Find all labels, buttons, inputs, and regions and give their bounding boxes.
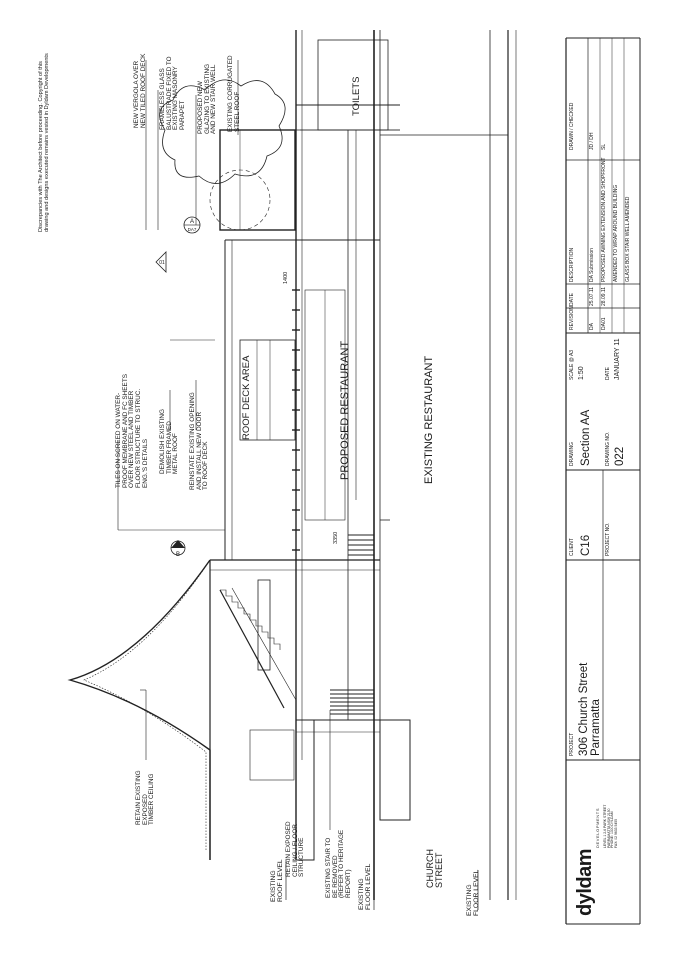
description-col-header: DESCRIPTION xyxy=(569,247,575,282)
revision-col-header: REVISION xyxy=(569,306,575,330)
marker-a-text: A xyxy=(190,219,194,225)
revision-row-3-desc: AMENDED TO WRAP AROUND BUILDING xyxy=(613,184,619,282)
scale-value: 1:50 xyxy=(578,366,585,380)
drawing-no-value: 022 xyxy=(614,446,626,466)
revision-row-2-date: 28.09.11 xyxy=(601,286,607,306)
level-roof-line-2: ROOF LEVEL xyxy=(277,859,285,902)
drawing-title: Section AA xyxy=(580,409,592,466)
note-tiles-line-5: ENG.'S DETAILS xyxy=(141,438,149,488)
drawn-col-header: DRAWN / CHECKED xyxy=(569,102,575,150)
note-stair: EXISTING STAIR TO BE REMOVED (REFER TO H… xyxy=(325,830,353,898)
note-structure-line-3: STRUCTURE xyxy=(298,837,306,877)
revision-row-2-by: SL xyxy=(601,143,607,150)
note-ceiling: RETAIN EXISTING EXPOSED TIMBER CEILING xyxy=(135,770,156,826)
disclaimer-line-2: drawing and designs executed remains ves… xyxy=(43,53,50,232)
level-roof: EXISTING ROOF LEVEL xyxy=(270,859,284,902)
project-name-line-1: 306 Church Street xyxy=(578,662,590,756)
level-floor-upper-line-2: FLOOR LEVEL xyxy=(365,863,373,910)
project-label: PROJECT xyxy=(569,732,575,756)
note-tiles: TILES ON SCREED ON WATER- PROOF MEMBRANE… xyxy=(115,374,150,488)
note-balustrade: FRAMELESS GLASS BALUSTRADE FIXED TO EXIS… xyxy=(159,56,187,130)
date-value: JANUARY 11 xyxy=(614,338,621,380)
company-logo: dyldam xyxy=(574,848,596,916)
revision-row-1-desc: DA Submission xyxy=(589,248,595,282)
note-vergola: NEW VERGOLA OVER NEW TILED ROOF DECK xyxy=(133,53,147,128)
note-demolish: DEMOLISH EXISTING TIMBER FRAMED METAL RO… xyxy=(159,409,180,474)
revision-row-4-desc: GLASS BOX STAIR WELL AMENDED xyxy=(625,196,631,282)
room-toilets: TOILETS xyxy=(351,76,362,116)
level-floor-upper-line-1: EXISTING xyxy=(358,878,365,910)
room-proposed-restaurant: PROPOSED RESTAURANT xyxy=(339,340,351,480)
drawing-label: DRAWING xyxy=(569,442,575,466)
note-reinstate: REINSTATE EXISTING OPENING AND INSTALL N… xyxy=(189,392,210,490)
level-floor-lower-line-2: FLOOR LEVEL xyxy=(473,869,481,916)
date-label: DATE xyxy=(605,367,611,380)
note-balustrade-line-4: PARAPET xyxy=(179,100,187,130)
room-roof-deck: ROOF DECK AREA xyxy=(241,355,252,440)
church-street-line-2: STREET xyxy=(434,852,445,888)
logo-wordmark: dyldam xyxy=(574,848,596,916)
building-section xyxy=(67,30,517,910)
note-vergola-line-2: NEW TILED ROOF DECK xyxy=(139,53,147,128)
project-name-line-2: Parramatta xyxy=(590,699,603,756)
level-floor-lower: EXISTING FLOOR LEVEL xyxy=(466,870,480,916)
note-demolish-line-3: METAL ROOF xyxy=(172,433,180,474)
scale-label: SCALE @ A3 xyxy=(569,349,575,380)
section-marker-a: A DA7 xyxy=(183,216,201,234)
level-floor-upper: EXISTING FLOOR LEVEL xyxy=(358,864,372,910)
note-corrugated: EXISTING CORRUGATED STEEL ROOF xyxy=(227,55,241,132)
project-no-label: PROJECT NO. xyxy=(605,522,611,556)
note-stair-line-4: REPORT) xyxy=(345,869,353,898)
church-street-label: CHURCH STREET xyxy=(425,849,445,888)
revision-row-2-desc: PROPOSED AWNING EXTENSION AND SHOPFRONT xyxy=(601,157,607,282)
note-structure: RETAIN EXPOSED CEILING / FLOOR STRUCTURE xyxy=(285,821,306,877)
dimension-1400: 1400 xyxy=(283,271,289,284)
revision-row-2-rev: DA01 xyxy=(601,317,607,330)
client-label: CLIENT xyxy=(569,538,575,556)
company-address: LEVEL 1 2-6 PARK STREET PARRAMATTA NSW 2… xyxy=(603,805,618,848)
room-existing-restaurant: EXISTING RESTAURANT xyxy=(423,355,435,484)
title-block-frame xyxy=(565,37,641,925)
revision-row-1-by: JD / DH xyxy=(589,132,595,151)
disclaimer-note: Discrepancies with The Architect before … xyxy=(38,53,51,232)
level-roof-line-1: EXISTING xyxy=(270,870,277,902)
note-glazing: PROPOSED NEW GLAZING TO EXISTING AND NEW… xyxy=(197,64,218,134)
logo-suffix: DEVELOPMENTS xyxy=(595,807,600,848)
address-line-4: FAX: 02 9633 5455 xyxy=(613,818,618,848)
marker-b-text: B xyxy=(176,552,180,558)
note-corrugated-line-2: STEEL ROOF xyxy=(233,91,241,132)
project-name: 306 Church Street Parramatta xyxy=(578,663,602,756)
note-reinstate-line-3: TO ROOF DECK xyxy=(202,441,210,490)
drawing-no-label: DRAWING NO. xyxy=(605,431,611,466)
detail-marker: 01 xyxy=(155,251,167,273)
note-glazing-line-3: AND NEW STAIR WELL xyxy=(210,64,218,134)
revision-row-1-rev: DA xyxy=(589,323,595,330)
section-marker-b: B xyxy=(170,540,186,558)
revision-row-1-date: 25.07.11 xyxy=(589,286,595,306)
rev-date-col-header: DATE xyxy=(569,293,575,306)
level-floor-lower-line-1: EXISTING xyxy=(466,884,473,916)
dimension-3350: 3350 xyxy=(333,531,339,544)
detail-marker-text: 01 xyxy=(159,260,165,266)
note-ceiling-line-3: TIMBER CEILING xyxy=(148,773,156,826)
client-value: C16 xyxy=(580,534,592,556)
marker-a-sub: DA7 xyxy=(188,227,197,232)
